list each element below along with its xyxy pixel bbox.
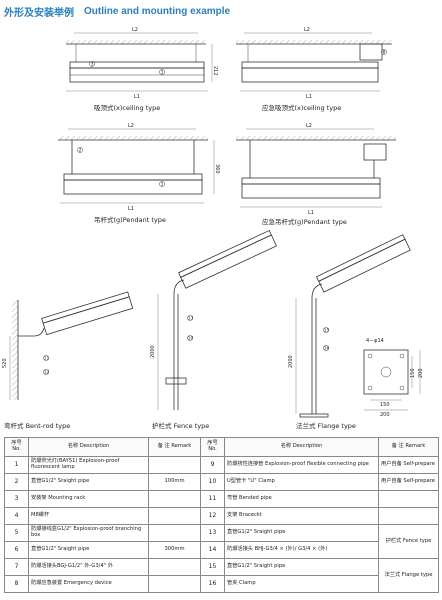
dim-200-h: 200 xyxy=(380,412,390,418)
dim-l2-pendant: L2 xyxy=(128,123,134,129)
view-pendant: L2 360 L1 2 1 吊杆式(g)Pendant type xyxy=(58,123,220,224)
header-name-left: 名称 Description xyxy=(28,437,149,457)
dim-2000-fence: 2000 xyxy=(150,345,156,358)
caption-fence: 护栏式 Fence type xyxy=(152,421,209,430)
dim-l1-ceiling-emg: L1 xyxy=(306,94,312,100)
dim-360: 360 xyxy=(214,164,220,174)
table-row: 2 直管G1/2" Sraight pipe 100mm 10 U型管卡 "U"… xyxy=(4,473,439,491)
header-no-left: 序号 No. xyxy=(4,437,29,457)
caption-bent-rod: 弯杆式 Bent-rod type xyxy=(4,421,70,430)
table-row: 4 M8螺杆 12 支架 Braceckt xyxy=(4,507,439,525)
dim-520: 520 xyxy=(2,358,8,368)
dim-150-h: 150 xyxy=(380,402,390,408)
header-remark-right: 备 注 Remark xyxy=(378,437,439,457)
flange-plate xyxy=(363,349,409,395)
view-fence: 2000 13 10 护栏式 Fence type xyxy=(150,229,277,430)
table-row: 1 防爆荧光灯(BAY51) Explosion-proof fluoresce… xyxy=(4,456,439,474)
callout-3: 3 xyxy=(91,62,94,68)
view-ceiling-emergency: L2 L1 8 应急吸顶式(x)ceiling type xyxy=(236,27,392,112)
table-row: 8 防爆应急装置 Emergency device 16 管夹 Clamp xyxy=(4,575,439,593)
header-name-right: 名称 Description xyxy=(224,437,379,457)
dim-2000-flange: 2000 xyxy=(288,355,294,368)
header-title-zh: 外形及安装举例 xyxy=(4,7,74,19)
view-pendant-emergency: L2 L1 应急吊杆式(g)Pendant type xyxy=(236,123,396,226)
callout-8: 8 xyxy=(383,50,386,56)
callout-12: 12 xyxy=(44,370,50,376)
callout-1b: 1 xyxy=(161,182,164,188)
table-row: 3 安装架 Mounting rack 11 弯管 Bended pipe xyxy=(4,490,439,508)
dim-l1-pendant-emg: L1 xyxy=(308,210,314,216)
dim-212: 212 xyxy=(212,66,218,76)
callout-1: 1 xyxy=(161,70,164,76)
caption-flange: 法兰式 Flange type xyxy=(296,421,356,430)
dim-l2-ceiling-emg: L2 xyxy=(304,27,310,33)
group-remark-flange: 法兰式 Flange type xyxy=(378,558,439,593)
dim-l1-pendant: L1 xyxy=(128,206,134,212)
header-title-en: Outline and mounting example xyxy=(84,5,231,17)
page-header: 外形及安装举例 Outline and mounting example xyxy=(4,4,231,19)
ceiling-hatch xyxy=(66,40,206,44)
table-row: 5 防爆接线盒G1/2" Explosion-proof branching b… xyxy=(4,524,439,559)
dim-l1-ceiling: L1 xyxy=(134,94,140,100)
callout-13: 13 xyxy=(188,316,194,322)
callout-10: 10 xyxy=(188,336,194,342)
callout-2: 2 xyxy=(79,148,82,154)
view-ceiling: L2 212 L1 3 1 吸顶式(x)ceiling type xyxy=(66,27,218,112)
caption-ceiling: 吸顶式(x)ceiling type xyxy=(94,103,160,112)
group-remark-fence: 护栏式 Fence type xyxy=(378,524,439,559)
header-remark-left: 备 注 Remark xyxy=(148,437,201,457)
dim-l2-ceiling: L2 xyxy=(132,27,138,33)
dim-150-v: 150 xyxy=(410,368,416,378)
mounting-drawings: L2 212 L1 3 1 吸顶式(x)ceiling type L2 L1 8… xyxy=(2,27,424,430)
caption-ceiling-emergency: 应急吸顶式(x)ceiling type xyxy=(262,103,341,112)
callout-16: 16 xyxy=(324,346,330,352)
callout-15: 15 xyxy=(324,328,330,334)
callout-11: 11 xyxy=(44,356,50,362)
table-row: 6 直管G1/2" Sraight pipe 300mm 14 防爆活接头 BH… xyxy=(4,541,439,559)
parts-table-header: 序号 No. 名称 Description 备 注 Remark 序号 No. … xyxy=(4,437,439,457)
view-bent-rod: 520 11 12 弯杆式 Bent-rod type xyxy=(2,291,134,430)
caption-pendant-emergency: 应急吊杆式(g)Pendant type xyxy=(262,217,347,226)
dim-4x14: 4－φ14 xyxy=(366,338,384,344)
caption-pendant: 吊杆式(g)Pendant type xyxy=(94,215,166,224)
parts-table: 序号 No. 名称 Description 备 注 Remark 序号 No. … xyxy=(4,437,439,593)
dim-200-v: 200 xyxy=(418,368,424,378)
dim-l2-pendant-emg: L2 xyxy=(306,123,312,129)
header-no-right: 序号 No. xyxy=(200,437,225,457)
view-flange: 2000 15 16 4－φ14 150 200 150 200 法兰式 Fla… xyxy=(288,234,424,430)
table-row: 7 防爆活接头BGJ-G1/2" 外-G3/4" 外 15 直管G1/2" Sr… xyxy=(4,558,439,593)
